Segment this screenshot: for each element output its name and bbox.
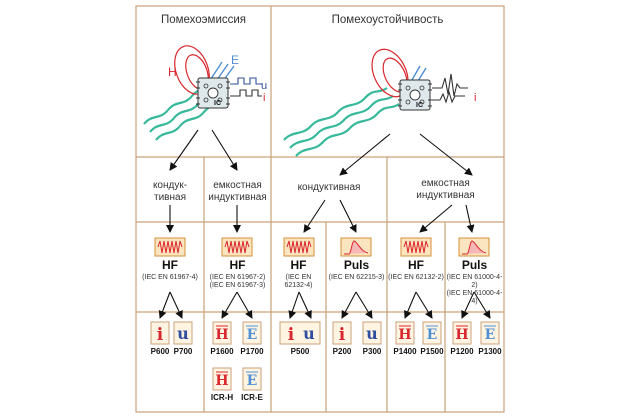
test-std-2: (IEC EN 61967-2) (IEC EN 61967-3) (209, 274, 266, 290)
waveform-boxes (154, 237, 490, 257)
svg-text:H: H (215, 327, 228, 343)
probe-p200: P200 (332, 347, 352, 356)
probe-p1300: P1300 (478, 347, 502, 356)
probe-icr-e-icon: E (242, 367, 262, 391)
svg-text:H: H (398, 327, 411, 343)
ic-chip-left (195, 77, 231, 109)
svg-text:u: u (177, 324, 189, 343)
probe-p1600: P1600 (210, 347, 234, 356)
label-i-left: i (263, 92, 266, 104)
test-std-1: (IEC EN 61967-4) (142, 274, 198, 281)
test-type-5: HF (408, 258, 424, 272)
grid-lines (135, 5, 505, 413)
header-emission: Помехоэмиссия (160, 14, 247, 26)
ic-chip-right (397, 79, 433, 111)
probe-e3-icon: E (480, 321, 500, 345)
signal-traces-right (432, 73, 468, 104)
probe-icr-e: ICR-E (241, 393, 263, 402)
svg-text:i: i (157, 325, 164, 345)
label-i-right: i (474, 92, 477, 104)
probe-e-icon: E (242, 321, 262, 345)
test-type-6: Puls (461, 258, 488, 272)
arrows (158, 129, 491, 319)
coupling-capacitive-left: емкостная индуктивная (208, 180, 267, 203)
svg-text:u: u (303, 324, 315, 343)
coupling-conductive-right: кондуктивная (297, 182, 361, 193)
probe-u-icon: u (173, 321, 193, 345)
probe-p1700: P1700 (240, 347, 264, 356)
test-type-2: HF (229, 258, 246, 272)
wave-box-1 (154, 237, 186, 257)
svg-text:E: E (485, 327, 496, 343)
probe-p1200: P1200 (450, 347, 474, 356)
test-std-5: (IEC EN 62132-2) (388, 274, 444, 281)
probe-i2-icon: i (332, 321, 352, 345)
probe-p1500: P1500 (420, 347, 444, 356)
test-type-1: HF (162, 258, 178, 272)
svg-text:H: H (455, 327, 468, 343)
label-u-left: u (261, 80, 268, 92)
pulse-box-4 (340, 237, 372, 257)
coupling-conductive-left: кондук- тивная (152, 180, 188, 203)
svg-text:E: E (247, 373, 258, 389)
probe-p600: P600 (150, 347, 170, 356)
test-type-4: Puls (343, 258, 370, 272)
label-h-left: H (168, 65, 177, 79)
emission-scene (143, 45, 262, 141)
svg-text:i: i (288, 325, 295, 345)
label-ic-left: IC (214, 100, 221, 107)
coupling-capacitive-right: емкостная индуктивная (416, 178, 475, 201)
probe-p300: P300 (362, 347, 382, 356)
probe-h2-icon: H (395, 321, 415, 345)
test-std-3: (IEC EN 62132-4) (284, 274, 313, 290)
svg-text:E: E (247, 327, 258, 343)
probe-p700: P700 (173, 347, 193, 356)
probe-i-icon: i (150, 321, 170, 345)
probe-h-icon: H (212, 321, 232, 345)
label-e-left: E (231, 53, 240, 67)
wave-box-2 (221, 237, 253, 257)
label-ic-right: IC (416, 102, 423, 109)
probe-icr-h-icon: H (212, 367, 232, 391)
header-immunity: Помехоустойчивость (331, 14, 444, 26)
probe-e2-icon: E (422, 321, 442, 345)
signal-traces-left (230, 77, 262, 97)
immunity-scene (283, 48, 468, 157)
probe-p500: P500 (290, 347, 310, 356)
test-std-4: (IEC EN 62215-3) (328, 274, 385, 281)
svg-text:i: i (339, 325, 346, 345)
wave-box-3 (283, 237, 315, 257)
pulse-box-6 (458, 237, 490, 257)
probe-p1400: P1400 (393, 347, 417, 356)
svg-text:E: E (427, 327, 438, 343)
probe-u2-icon: u (362, 321, 382, 345)
probe-h3-icon: H (452, 321, 472, 345)
wave-helix-right (283, 87, 400, 157)
svg-text:u: u (366, 324, 378, 343)
wave-box-5 (400, 237, 432, 257)
probe-icr-h: ICR-H (210, 393, 234, 402)
test-std-6: (IEC EN 61000-4-2) (IEC EN 61000-4-4) (446, 274, 503, 306)
svg-text:H: H (215, 373, 228, 389)
test-type-3: HF (290, 258, 307, 272)
